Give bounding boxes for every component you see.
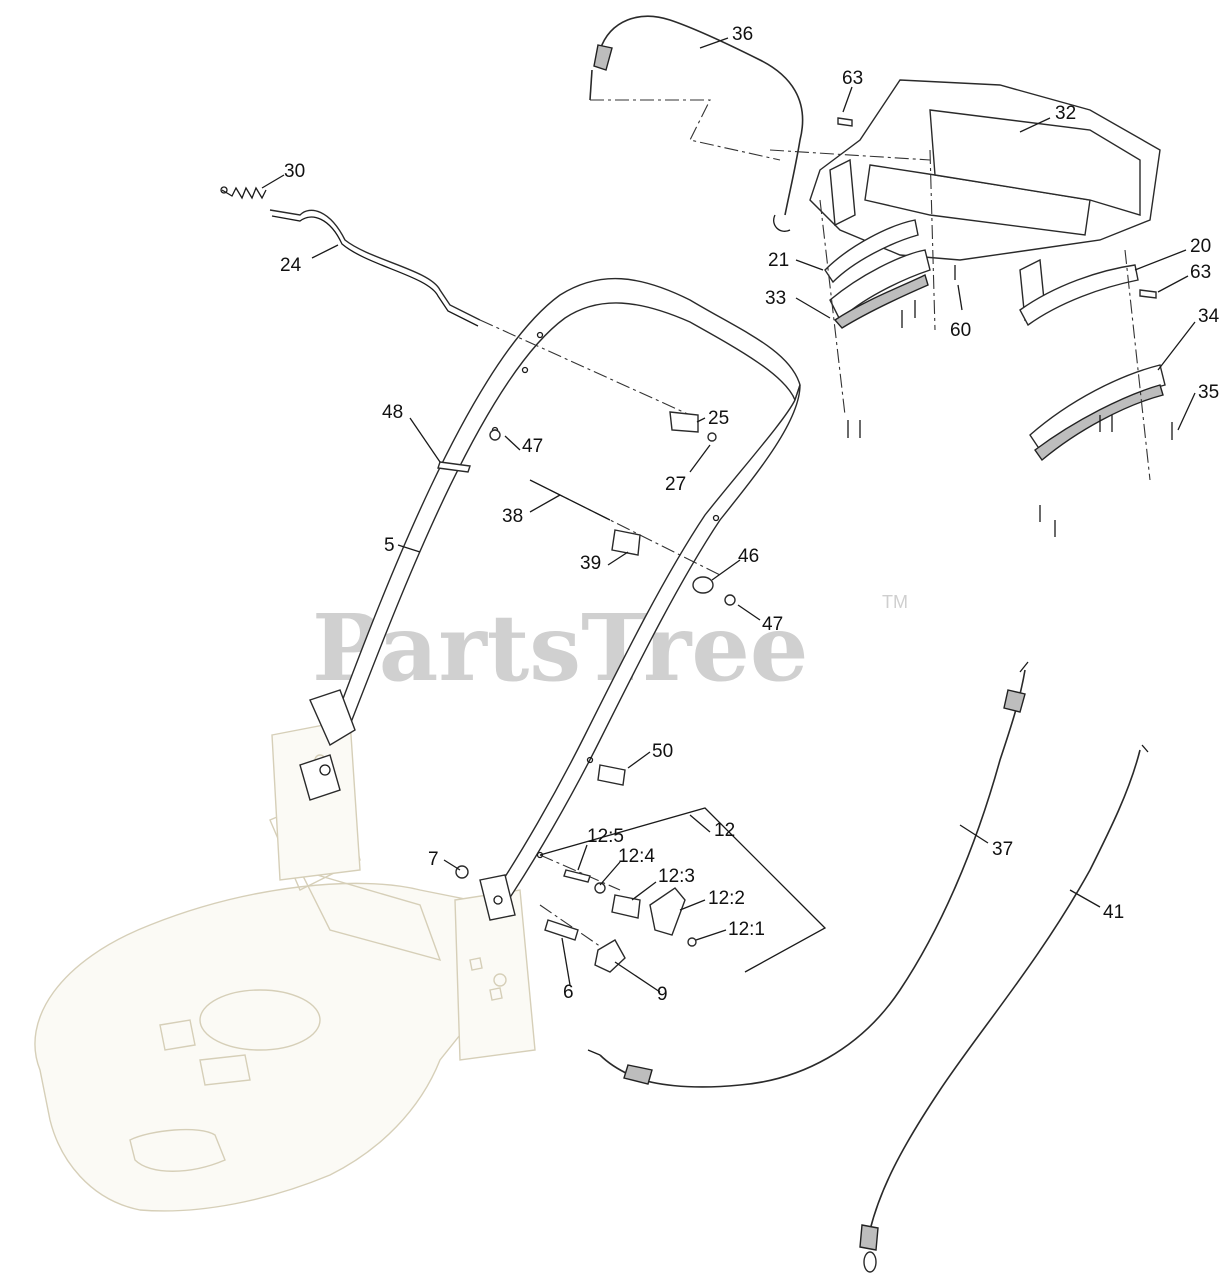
part-47b-shape (724, 594, 736, 606)
part-12-2-shape (649, 887, 686, 936)
rod-part-24 (269, 209, 481, 327)
callout-63-right: 63 (1190, 262, 1211, 283)
part-25-shape (669, 411, 699, 433)
spring-part-30 (220, 186, 267, 200)
callouts: 36 63 32 30 24 21 20 63 33 60 34 35 48 2… (280, 24, 1220, 1005)
track-part-21 (824, 219, 919, 284)
callout-33: 33 (765, 288, 786, 309)
part-38-shape (529, 479, 611, 521)
callout-35: 35 (1198, 382, 1219, 403)
part-12-4-shape (594, 882, 606, 894)
callout-47-upper: 47 (522, 436, 543, 457)
part-39-shape (611, 529, 641, 556)
cable-part-36 (589, 15, 804, 232)
callout-12-1: 12:1 (728, 919, 765, 940)
callout-20: 20 (1190, 236, 1211, 257)
callout-12-5: 12:5 (587, 826, 624, 847)
cable-part-37 (587, 661, 1029, 1088)
callout-41: 41 (1103, 902, 1124, 923)
part-12-1-shape (687, 937, 697, 947)
handle-bracket-right (479, 874, 516, 921)
part-12-3-shape (611, 894, 641, 919)
mower-deck-ghost (34, 719, 536, 1212)
callout-7: 7 (428, 849, 439, 870)
track-part-20 (1019, 264, 1139, 327)
callout-21: 21 (768, 250, 789, 271)
screws (847, 265, 1173, 537)
callout-60: 60 (950, 320, 971, 341)
callout-63-top: 63 (842, 68, 863, 89)
pins-part-63 (837, 117, 1157, 299)
part-46-shape (692, 576, 714, 594)
callout-12: 12 (714, 820, 735, 841)
part-12-kit-outline (539, 807, 827, 973)
callout-24: 24 (280, 255, 302, 276)
callout-6: 6 (563, 982, 574, 1003)
hardware-parts (437, 411, 736, 973)
cable-part-41 (859, 744, 1149, 1273)
callout-38: 38 (502, 506, 523, 527)
handle-tube (334, 277, 801, 906)
callout-12-3: 12:3 (658, 866, 695, 887)
callout-32: 32 (1055, 103, 1076, 124)
track-part-34 (1029, 364, 1166, 462)
callout-34: 34 (1198, 306, 1220, 327)
callout-50: 50 (652, 741, 673, 762)
callout-37: 37 (992, 839, 1013, 860)
watermark-trademark: TM (882, 592, 908, 612)
callout-12-4: 12:4 (618, 846, 655, 867)
callout-30: 30 (284, 161, 305, 182)
callout-36: 36 (732, 24, 753, 45)
callout-25: 25 (708, 408, 729, 429)
callout-9: 9 (657, 984, 668, 1005)
console-part-32 (809, 79, 1161, 322)
handle-bracket-left (299, 689, 356, 801)
callout-47-lower: 47 (762, 614, 783, 635)
leader-lines (261, 37, 1196, 993)
part-7-shape (455, 865, 469, 879)
part-12-5-shape (563, 869, 591, 883)
callout-27: 27 (665, 474, 686, 495)
callout-46: 46 (738, 546, 759, 567)
part-47a-shape (489, 429, 501, 441)
part-50-shape (597, 764, 626, 786)
callout-39: 39 (580, 553, 601, 574)
callout-5: 5 (384, 535, 395, 556)
part-27-shape (707, 432, 717, 442)
track-part-33 (829, 249, 931, 329)
part-6-shape (544, 919, 579, 941)
callout-48: 48 (382, 402, 403, 423)
part-9-shape (594, 939, 626, 973)
callout-12-2: 12:2 (708, 888, 745, 909)
part-48-shape (437, 461, 471, 473)
